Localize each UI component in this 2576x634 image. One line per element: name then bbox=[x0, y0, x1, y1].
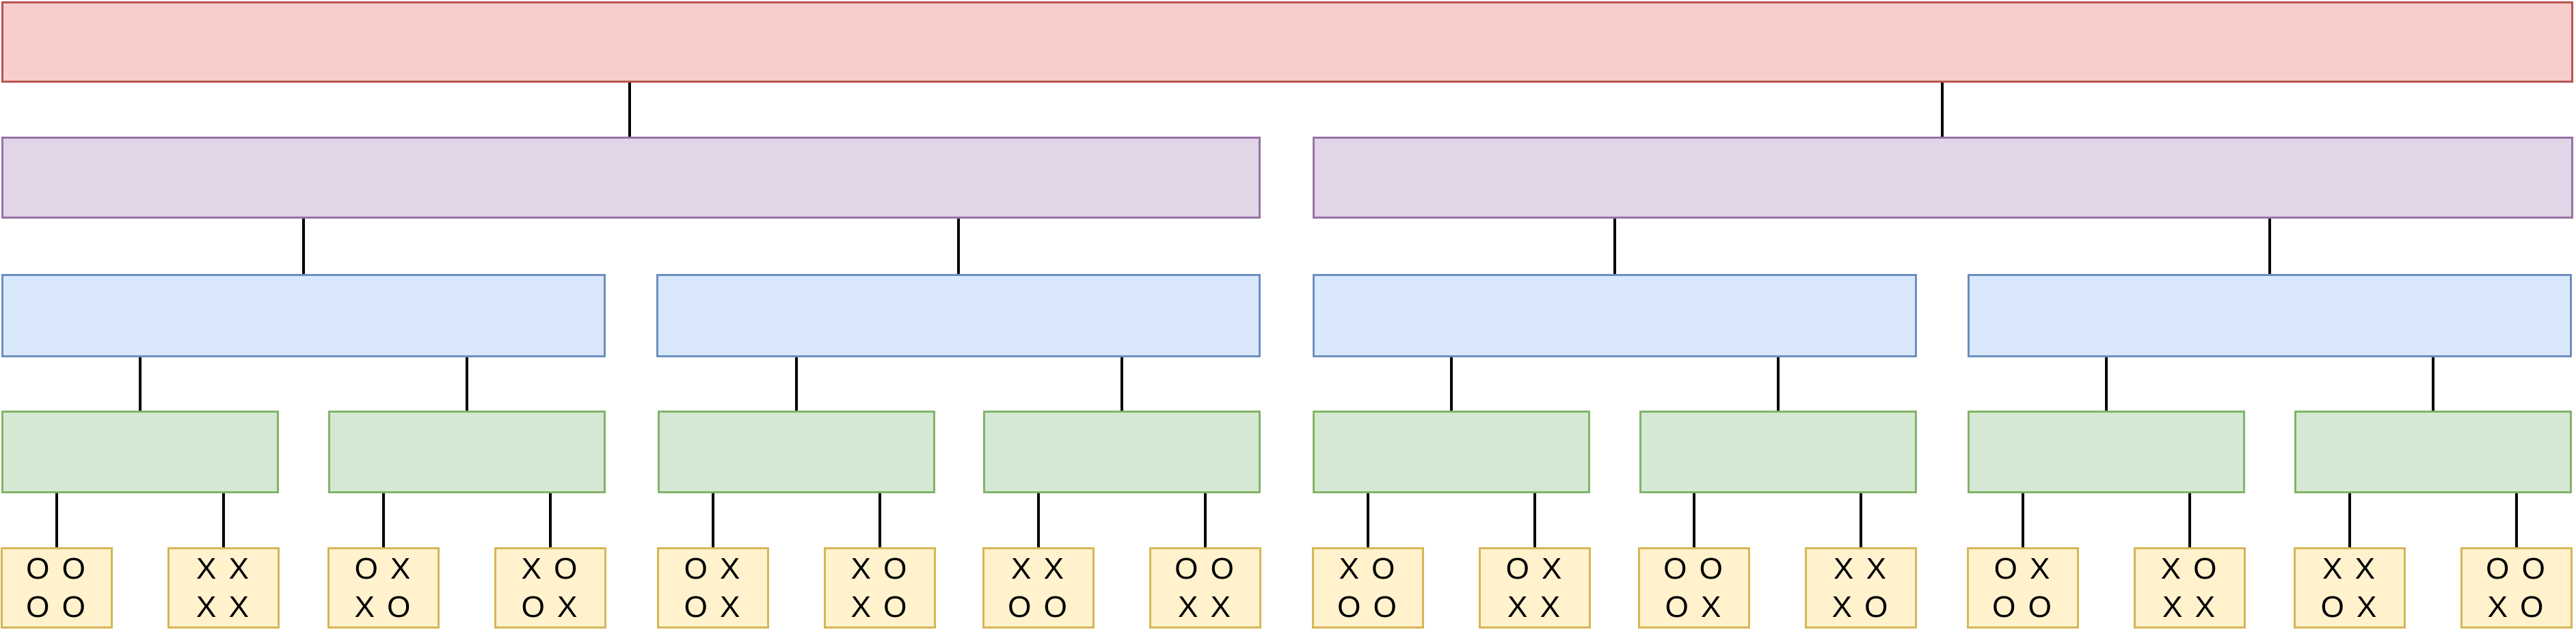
leaf-node-4: O X O X bbox=[657, 547, 769, 629]
leaf-node-5: X O X O bbox=[824, 547, 936, 629]
board-row: X X bbox=[196, 551, 251, 585]
board-row: O X bbox=[354, 551, 413, 585]
board-row: X O bbox=[850, 590, 909, 624]
leaf-node-8: X O O O bbox=[1312, 547, 1424, 629]
level3-node-2 bbox=[658, 411, 935, 493]
leaf-node-11: X X X O bbox=[1805, 547, 1917, 629]
root-node bbox=[1, 1, 2573, 83]
board-row: O O bbox=[1663, 551, 1725, 585]
board-row: O O bbox=[2486, 551, 2547, 585]
level3-node-3 bbox=[983, 411, 1261, 493]
level3-node-7 bbox=[2294, 411, 2572, 493]
board-row: O X bbox=[1994, 551, 2052, 585]
board-row: X O bbox=[521, 551, 580, 585]
leaf-node-14: X X O X bbox=[2294, 547, 2406, 629]
level3-node-6 bbox=[1968, 411, 2245, 493]
level2-node-3 bbox=[1968, 274, 2572, 357]
level2-node-2 bbox=[1313, 274, 1917, 357]
leaf-node-9: O X X X bbox=[1479, 547, 1591, 629]
board-row: X X bbox=[196, 590, 251, 624]
board-row: X O bbox=[850, 551, 909, 585]
board-row: O O bbox=[1992, 590, 2054, 624]
board-row: X X bbox=[2322, 551, 2377, 585]
leaf-node-10: O O O X bbox=[1638, 547, 1750, 629]
level2-node-1 bbox=[656, 274, 1261, 357]
leaf-node-7: O O X X bbox=[1149, 547, 1261, 629]
level1-node-0 bbox=[1, 137, 1261, 219]
level2-node-0 bbox=[1, 274, 606, 357]
board-row: O O bbox=[1175, 551, 1236, 585]
level3-node-1 bbox=[328, 411, 606, 493]
level3-node-4 bbox=[1313, 411, 1590, 493]
board-row: X X bbox=[2162, 590, 2217, 624]
board-row: O X bbox=[684, 551, 742, 585]
board-row: O X bbox=[521, 590, 580, 624]
board-row: O X bbox=[2320, 590, 2379, 624]
board-row: O O bbox=[1008, 590, 1069, 624]
leaf-node-0: O O O O bbox=[1, 547, 113, 629]
board-row: X X bbox=[1834, 551, 1888, 585]
board-row: X X bbox=[1507, 590, 1562, 624]
board-row: X O bbox=[1832, 590, 1890, 624]
board-row: X O bbox=[1339, 551, 1397, 585]
leaf-node-6: X X O O bbox=[982, 547, 1095, 629]
leaf-node-12: O X O O bbox=[1967, 547, 2079, 629]
board-row: O X bbox=[684, 590, 742, 624]
leaf-node-1: X X X X bbox=[167, 547, 280, 629]
board-row: X X bbox=[1011, 551, 1066, 585]
leaf-node-3: X O O X bbox=[494, 547, 606, 629]
board-row: X X bbox=[1178, 590, 1233, 624]
leaf-node-13: X O X X bbox=[2134, 547, 2246, 629]
board-row: O X bbox=[1505, 551, 1564, 585]
board-row: O O bbox=[1337, 590, 1399, 624]
level1-node-1 bbox=[1313, 137, 2573, 219]
board-row: X O bbox=[2487, 590, 2546, 624]
leaf-node-15: O O X O bbox=[2460, 547, 2573, 629]
board-row: X O bbox=[2160, 551, 2219, 585]
board-row: O O bbox=[26, 551, 88, 585]
board-row: O X bbox=[1665, 590, 1723, 624]
board-row: X O bbox=[354, 590, 413, 624]
board-row: O O bbox=[26, 590, 88, 624]
level3-node-0 bbox=[1, 411, 279, 493]
leaf-node-2: O X X O bbox=[327, 547, 440, 629]
level3-node-5 bbox=[1639, 411, 1917, 493]
